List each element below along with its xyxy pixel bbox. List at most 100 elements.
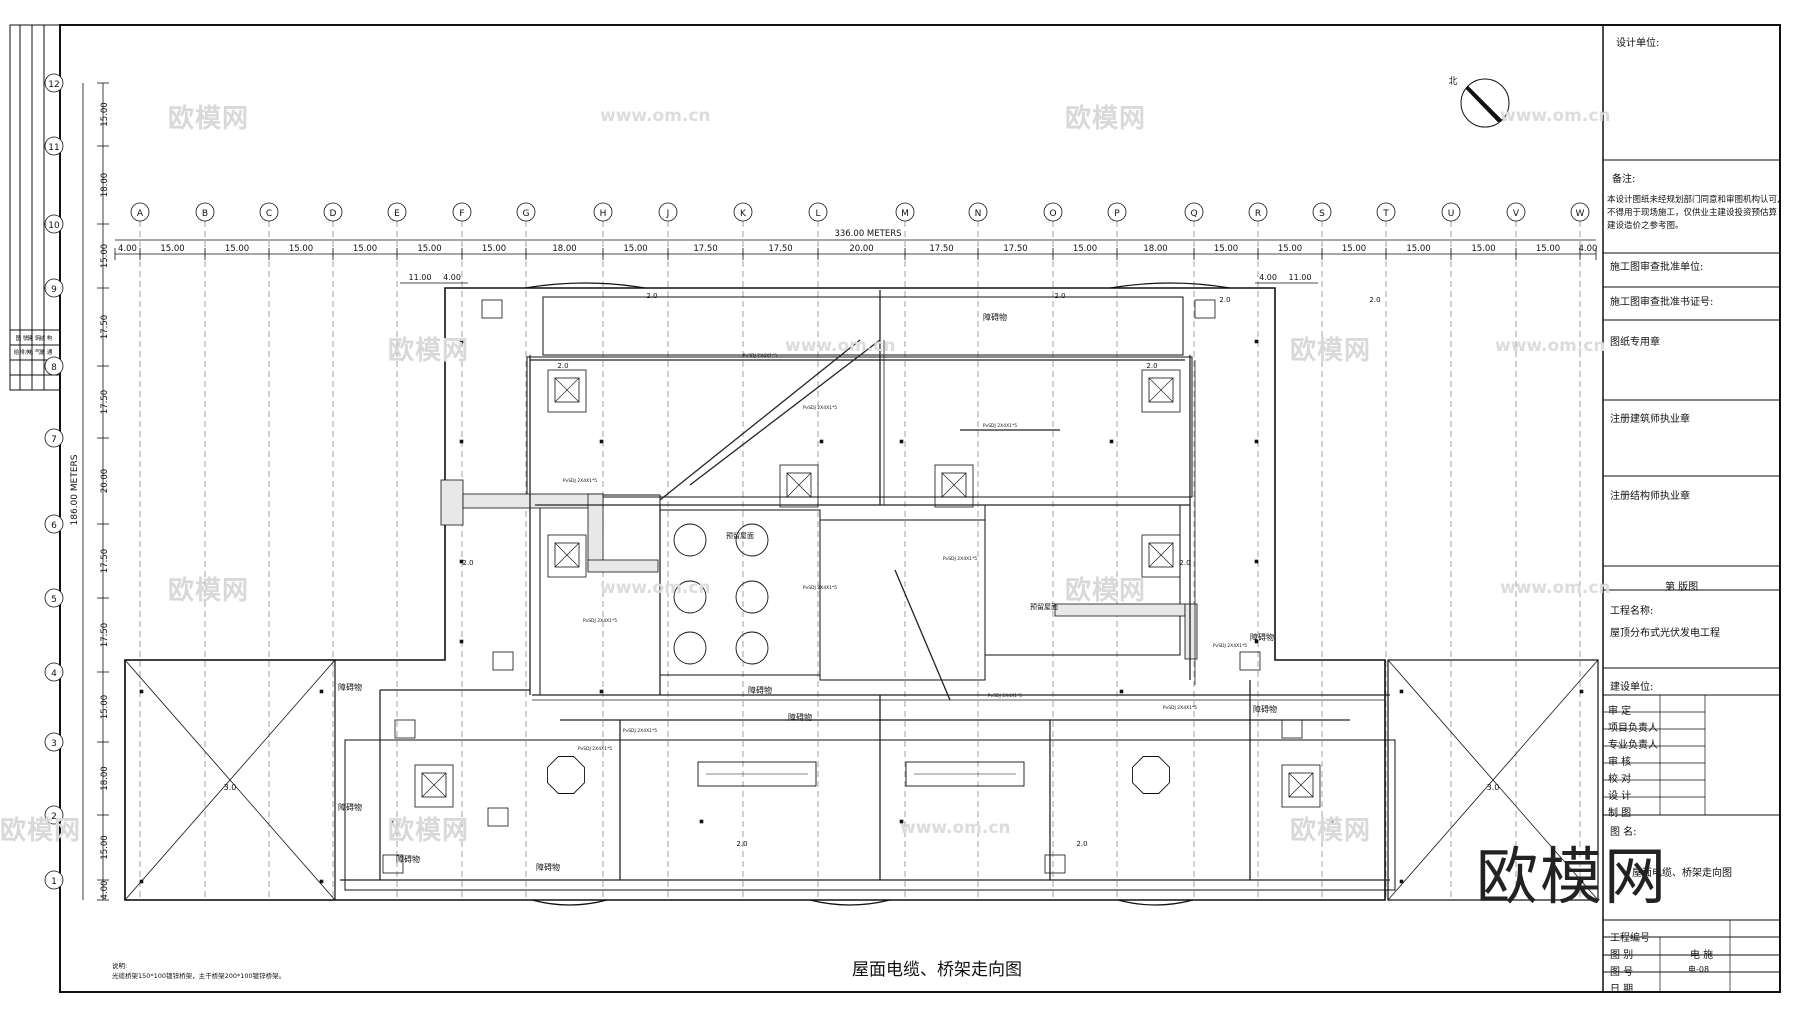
col-axis-label: T: [1382, 209, 1389, 219]
structural-seal-label: 注册结构师执业章: [1610, 491, 1690, 502]
tray-label: PvSDJ 2X4X1*5: [1213, 643, 1247, 649]
row-dim-label: 15.00: [100, 102, 110, 126]
tray-label: PvSDJ 2X4X1*5: [803, 585, 837, 591]
col-axis-label: E: [394, 209, 400, 219]
west-wing: [124, 659, 336, 901]
remark-line-3: 建设造价之参考图。: [1607, 221, 1684, 231]
equipment-pad: [1239, 651, 1261, 671]
faint-watermark: 欧模网: [1065, 104, 1147, 134]
roof-drain: [459, 639, 464, 644]
vent-core: [941, 472, 967, 498]
faint-watermark: 欧模网: [168, 104, 250, 134]
row-dim-label: 17.50: [100, 315, 110, 339]
row-dim-label: 18.00: [100, 173, 110, 197]
obstacle-label: 障碍物: [983, 312, 1007, 322]
faint-watermark-url: www.om.cn: [1500, 106, 1611, 126]
vent-x: [554, 542, 580, 568]
atrium-east: [819, 519, 986, 681]
drawing-seal-label: 图纸专用章: [1610, 337, 1660, 348]
col-dim-label: 17.50: [693, 244, 717, 254]
col-dim-label: 15.00: [482, 244, 506, 254]
tray-label: PvSDJ 2X4X1*5: [803, 405, 837, 411]
octagon-vent: [1132, 756, 1170, 794]
vent-box: [1281, 764, 1321, 808]
inner-ring: [526, 356, 1193, 498]
col-dim-label: 18.00: [552, 244, 576, 254]
remark-line-1: 本设计图纸未经规划部门同意和审图机构认可,: [1607, 195, 1780, 205]
vent-box: [414, 764, 454, 808]
vent-core: [554, 377, 580, 403]
roof-drain: [459, 339, 464, 344]
faint-watermark-url: www.om.cn: [1500, 578, 1611, 598]
overall-width-label: 336.00 METERS: [834, 229, 901, 239]
col-dim-label: 20.00: [849, 244, 873, 254]
row-axis-label: 4: [51, 669, 57, 679]
col-axis-label: F: [459, 209, 464, 219]
vent-box: [779, 464, 819, 508]
row-axis-label: 8: [51, 363, 57, 373]
roof-drain: [1399, 879, 1404, 884]
obstacle-label: 障碍物: [338, 682, 362, 692]
hatched-parapet: [462, 493, 604, 509]
faint-watermark-url: www.om.cn: [1495, 336, 1606, 356]
top-bay: [542, 296, 1184, 356]
faint-watermark: 欧模网: [168, 576, 250, 606]
design-unit-label: 设计单位:: [1616, 38, 1660, 49]
number-label: 图 号: [1610, 967, 1634, 978]
east-wing-diag: [1387, 659, 1599, 901]
strip-label: 图 號: [16, 334, 29, 342]
col-axis-label: V: [1513, 209, 1520, 219]
sub-dim-label: 11.00: [409, 273, 432, 282]
water-tank: [735, 631, 769, 665]
roof-drain: [459, 439, 464, 444]
sub-dim-label: 11.00: [1289, 273, 1312, 282]
slope-label: 3.0: [224, 783, 237, 792]
roof-drain: [819, 439, 824, 444]
row-axis-bubble: [44, 278, 64, 298]
tray-label: PvSDJ 2X4X1*5: [578, 746, 612, 752]
equipment-pad: [481, 299, 503, 319]
vent-x: [786, 472, 812, 498]
tray-label: PvSDJ 2X4X1*5: [623, 728, 657, 734]
obstacle-label: 障碍物: [748, 685, 772, 695]
roof-drain: [319, 689, 324, 694]
col-axis-label: G: [523, 209, 530, 219]
vent-core: [421, 772, 447, 798]
category-label: 图 别: [1610, 950, 1634, 961]
col-axis-label: L: [815, 209, 820, 219]
roof-drain: [1329, 819, 1334, 824]
cable-tray: [894, 569, 951, 701]
row-axis-label: 2: [51, 812, 57, 822]
roof-drain: [1579, 879, 1584, 884]
cable-tray-routes: [340, 290, 1390, 881]
water-tank: [735, 523, 769, 557]
approval-design: 设 计: [1608, 791, 1632, 802]
row-dim-label: 17.50: [100, 623, 110, 647]
date-label: 日 期: [1610, 984, 1634, 995]
south-band: [344, 739, 1396, 891]
faint-watermark: 欧模网: [1290, 336, 1372, 366]
col-dim-label: 15.00: [1342, 244, 1366, 254]
strip-label: 建 筑: [28, 334, 41, 342]
row-dim-label: 4.00: [100, 881, 110, 900]
vent-x: [941, 472, 967, 498]
approval-draw: 制 图: [1608, 808, 1632, 819]
water-tank: [673, 523, 707, 557]
row-axis-bubble: [44, 732, 64, 752]
equipment-pad: [1194, 299, 1216, 319]
vent-core: [786, 472, 812, 498]
faint-watermark: 欧模网: [388, 336, 470, 366]
water-tank: [735, 580, 769, 614]
category-value: 电 施: [1690, 950, 1714, 961]
row-axis-bubble: [44, 428, 64, 448]
row-axis-bubble: [44, 73, 64, 93]
row-axis-bubble: [44, 514, 64, 534]
skylight-long: [697, 761, 817, 787]
col-dim-label: 15.00: [1471, 244, 1495, 254]
row-axis-bubble: [44, 662, 64, 682]
col-axis-label: M: [901, 209, 909, 219]
col-axis-label: D: [330, 209, 337, 219]
octagon-vent: [547, 756, 585, 794]
hatched-parapet: [1184, 603, 1198, 660]
